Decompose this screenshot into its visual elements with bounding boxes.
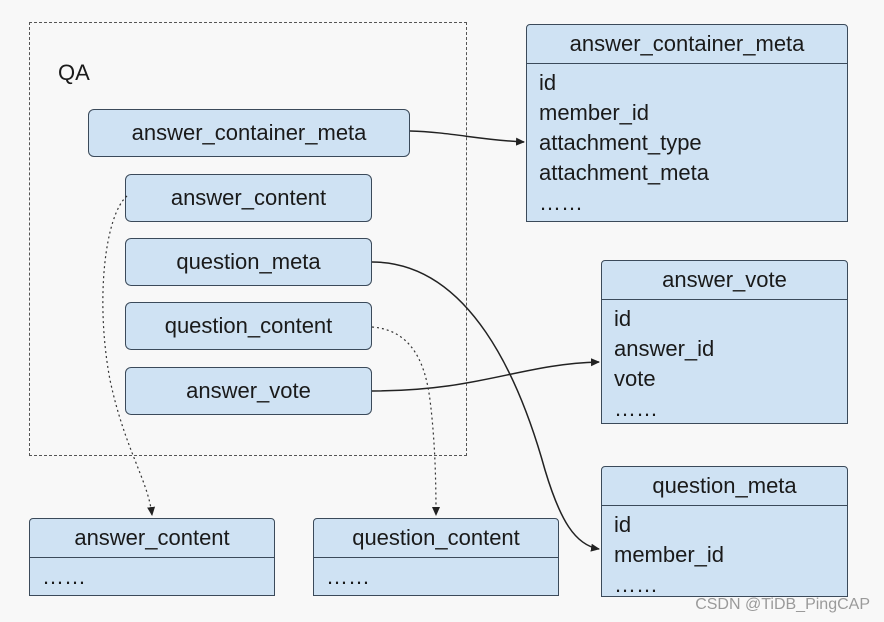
qa-item-question-content[interactable]: question_content xyxy=(125,302,372,350)
qa-item-answer-content[interactable]: answer_content xyxy=(125,174,372,222)
table-field: attachment_meta xyxy=(539,160,709,185)
connector-answer-vote xyxy=(371,358,600,392)
watermark: CSDN @TiDB_PingCAP xyxy=(695,596,870,613)
qa-item-label: answer_container_meta xyxy=(131,120,367,145)
table-field: id xyxy=(539,70,557,95)
table-field: vote xyxy=(614,366,656,391)
connector-answer-container-meta xyxy=(409,130,525,146)
table-answer-container-meta: answer_container_meta id member_id attac… xyxy=(526,24,848,222)
qa-item-answer-container-meta[interactable]: answer_container_meta xyxy=(88,109,410,157)
qa-group-label: QA xyxy=(58,60,90,85)
qa-item-label: question_content xyxy=(164,313,333,338)
qa-item-label: answer_vote xyxy=(186,378,311,403)
qa-group xyxy=(29,22,467,456)
table-field: …… xyxy=(42,564,86,589)
qa-item-label: question_meta xyxy=(176,249,321,274)
connector-answer-content xyxy=(102,195,156,516)
table-field: …… xyxy=(326,564,370,589)
table-field: …… xyxy=(614,396,658,421)
table-field: answer_id xyxy=(614,336,715,361)
table-title: answer_container_meta xyxy=(527,25,847,64)
connector-question-meta xyxy=(371,261,600,552)
table-question-meta: question_meta id member_id …… xyxy=(601,466,848,597)
table-title: question_content xyxy=(314,519,558,558)
table-field: member_id xyxy=(539,100,650,125)
connector-question-content xyxy=(371,326,440,516)
qa-item-label: answer_content xyxy=(170,185,327,210)
table-answer-content: answer_content …… xyxy=(29,518,275,596)
table-field: member_id xyxy=(614,542,725,567)
table-title: answer_vote xyxy=(602,261,847,300)
table-question-content: question_content …… xyxy=(313,518,559,596)
table-title: answer_content xyxy=(30,519,274,558)
table-title: question_meta xyxy=(602,467,847,506)
table-answer-vote: answer_vote id answer_id vote …… xyxy=(601,260,848,424)
qa-item-answer-vote[interactable]: answer_vote xyxy=(125,367,372,415)
table-field: id xyxy=(614,512,632,537)
table-field: attachment_type xyxy=(539,130,702,155)
qa-item-question-meta[interactable]: question_meta xyxy=(125,238,372,286)
table-field: id xyxy=(614,306,632,331)
table-field: …… xyxy=(539,190,583,215)
table-field: …… xyxy=(614,572,658,597)
